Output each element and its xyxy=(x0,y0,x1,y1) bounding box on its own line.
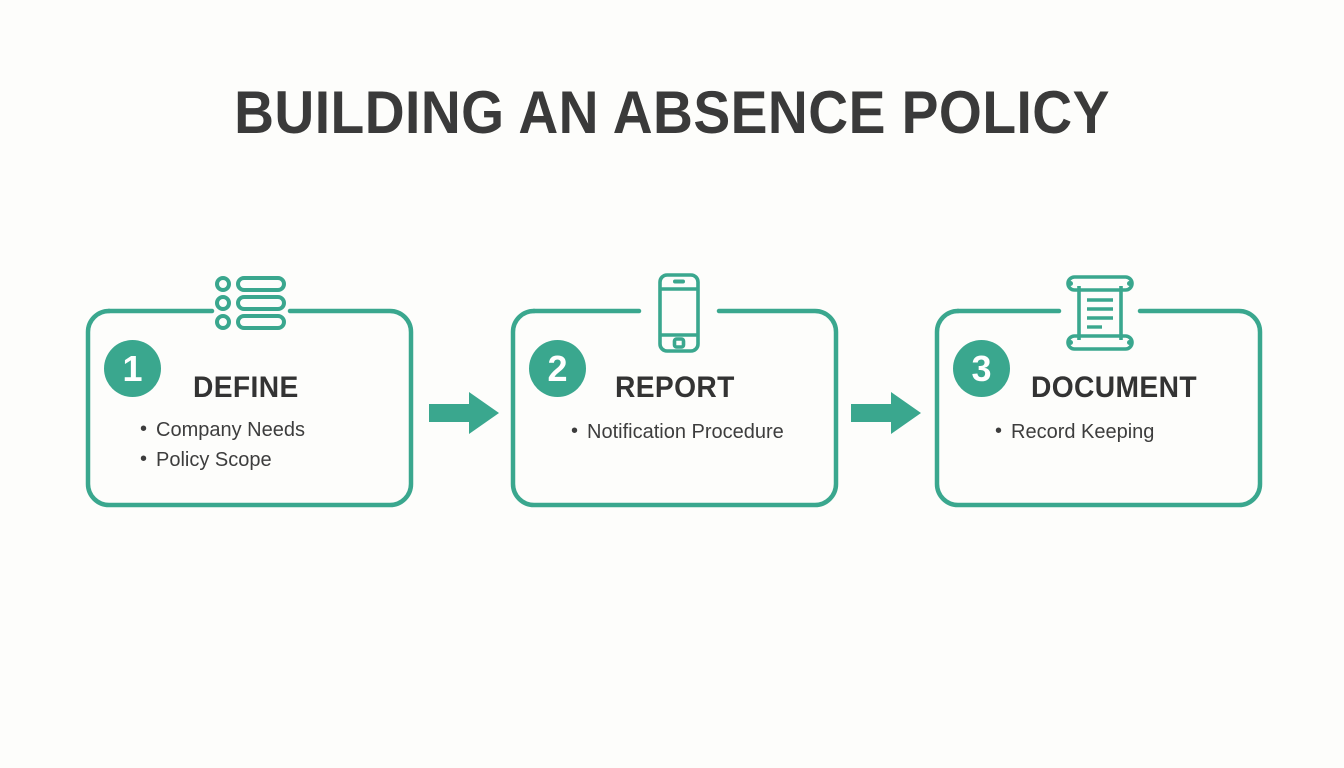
card-1-frame xyxy=(85,308,414,508)
step-card-1[interactable]: 1 DEFINE Company Needs Policy Scope xyxy=(85,308,414,508)
card-2-body: 2 REPORT Notification Procedure xyxy=(511,309,838,507)
step-title-2: REPORT xyxy=(615,371,735,404)
card-3-frame xyxy=(934,308,1263,508)
checklist-icon xyxy=(215,276,286,330)
scroll-document-icon xyxy=(1066,275,1134,351)
step-title-1: DEFINE xyxy=(193,371,299,404)
step-number-badge-1: 1 xyxy=(104,340,161,397)
list-item: Notification Procedure xyxy=(571,416,784,447)
step-title-3: DOCUMENT xyxy=(1031,371,1197,404)
card-2-frame xyxy=(510,308,839,508)
arrow-step-2-to-3-icon xyxy=(851,392,921,434)
list-item: Record Keeping xyxy=(995,416,1154,447)
page-title: BUILDING AN ABSENCE POLICY xyxy=(234,79,1110,146)
step-number-badge-3: 3 xyxy=(953,340,1010,397)
step-bullets-1: Company Needs Policy Scope xyxy=(140,414,305,475)
card-3-body: 3 DOCUMENT Record Keeping xyxy=(935,309,1262,507)
card-1-body: 1 DEFINE Company Needs Policy Scope xyxy=(86,309,413,507)
step-bullets-3: Record Keeping xyxy=(995,416,1154,447)
step-number-badge-2: 2 xyxy=(529,340,586,397)
arrow-step-1-to-2-icon xyxy=(429,392,499,434)
step-card-2[interactable]: 2 REPORT Notification Procedure xyxy=(510,308,839,508)
step-card-3[interactable]: 3 DOCUMENT Record Keeping xyxy=(934,308,1263,508)
list-item: Policy Scope xyxy=(140,444,305,475)
mobile-phone-icon xyxy=(658,273,700,353)
list-item: Company Needs xyxy=(140,414,305,445)
step-bullets-2: Notification Procedure xyxy=(571,416,784,447)
